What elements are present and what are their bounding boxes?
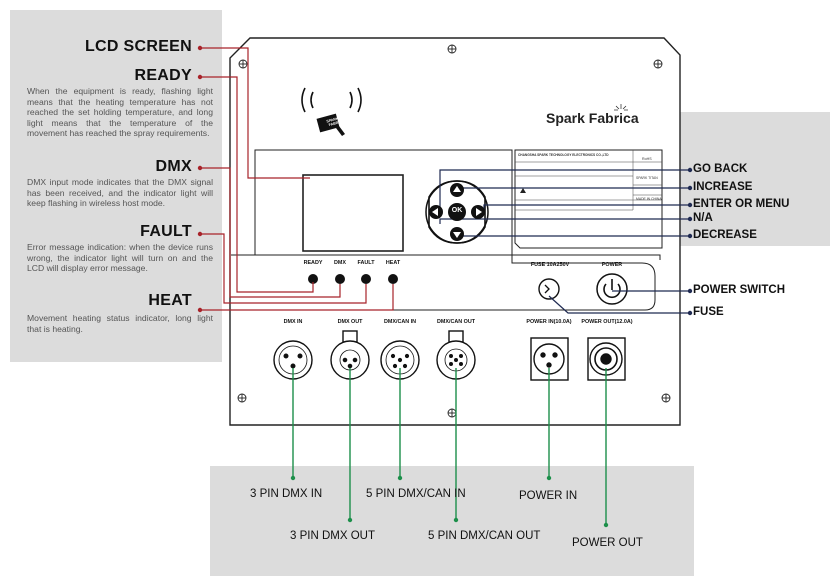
indicator-leds bbox=[308, 274, 398, 284]
callout-power-in: POWER IN bbox=[519, 490, 578, 502]
callout-dmx-description: DMX input mode indicates that the DMX si… bbox=[27, 177, 213, 209]
info-plate-model: SPARK TITAN bbox=[636, 176, 658, 180]
info-plate-rohs: RoHS bbox=[642, 157, 652, 161]
fuse-label: FUSE 10A250V bbox=[530, 262, 570, 268]
callout-lcd-screen: LCD SCREEN bbox=[84, 38, 192, 55]
right-callout-dots bbox=[687, 167, 693, 316]
ok-button-label: OK bbox=[451, 207, 463, 214]
left-arrow-icon bbox=[432, 208, 438, 216]
port-label-dmx-can-out: DMX/CAN OUT bbox=[436, 319, 476, 325]
callout-5pin-dmx-can-out: 5 PIN DMX/CAN OUT bbox=[428, 530, 541, 542]
callout-heat: HEAT bbox=[148, 292, 192, 309]
bottom-callout-lines bbox=[292, 368, 607, 525]
callout-na: N/A bbox=[693, 212, 713, 224]
callout-fault: FAULT bbox=[140, 223, 192, 240]
port-label-power-out: POWER OUT(12.0A) bbox=[581, 319, 633, 325]
dpad-control bbox=[425, 180, 489, 244]
callout-power-switch: POWER SWITCH bbox=[693, 284, 785, 296]
callout-fault-description: Error message indication: when the devic… bbox=[27, 242, 213, 274]
callout-decrease: DECREASE bbox=[693, 229, 757, 241]
power-label: POWER bbox=[601, 262, 623, 268]
bottom-callout-panel bbox=[210, 466, 694, 576]
connector-3pin-out bbox=[330, 330, 370, 380]
right-arrow-icon bbox=[476, 208, 482, 216]
up-arrow-icon bbox=[453, 186, 461, 192]
info-plate-made-in: MADE IN CHINA bbox=[636, 197, 662, 201]
ok-button bbox=[448, 203, 466, 221]
left-description-panel bbox=[10, 10, 222, 362]
power-switch bbox=[596, 273, 628, 305]
lcd-screen bbox=[302, 174, 404, 252]
callout-fuse: FUSE bbox=[693, 306, 724, 318]
left-callout-dots bbox=[197, 45, 203, 313]
port-label-dmx-in: DMX IN bbox=[283, 319, 303, 325]
fuse-holder bbox=[538, 278, 560, 300]
callout-increase: INCREASE bbox=[693, 181, 753, 193]
port-label-dmx-out: DMX OUT bbox=[337, 319, 363, 325]
brand-sparkle-icon bbox=[614, 104, 628, 111]
down-arrow-icon bbox=[453, 232, 461, 238]
callout-3pin-dmx-out: 3 PIN DMX OUT bbox=[290, 530, 375, 542]
connector-5pin-out bbox=[436, 330, 476, 380]
callout-ready: READY bbox=[134, 67, 192, 84]
indicator-label-dmx: DMX bbox=[334, 260, 346, 266]
bottom-callout-dots bbox=[290, 475, 609, 528]
left-callout-lines bbox=[200, 47, 394, 311]
callout-go-back: GO BACK bbox=[693, 163, 748, 175]
indicator-label-ready: READY bbox=[303, 260, 323, 266]
right-callout-panel bbox=[670, 112, 830, 246]
info-plate-company: CHANGSHA SPARK TECHNOLOGY ELECTRONICS CO… bbox=[518, 153, 609, 157]
port-label-power-in: POWER IN(10.0A) bbox=[526, 319, 572, 325]
callout-heat-description: Movement heating status indicator, long … bbox=[27, 313, 213, 334]
connector-3pin-in bbox=[273, 340, 313, 380]
callout-3pin-dmx-in: 3 PIN DMX IN bbox=[250, 488, 323, 500]
connector-power-in bbox=[530, 337, 569, 381]
connector-5pin-in bbox=[380, 340, 420, 380]
indicator-label-heat: HEAT bbox=[385, 260, 401, 266]
nfc-card-icon bbox=[316, 113, 345, 136]
brand-logo: Spark Fabrica bbox=[546, 110, 639, 126]
nfc-wave-icon bbox=[301, 87, 362, 113]
callout-power-out: POWER OUT bbox=[572, 537, 643, 549]
callout-5pin-dmx-can-in: 5 PIN DMX/CAN IN bbox=[366, 488, 466, 500]
callout-dmx: DMX bbox=[155, 158, 192, 175]
callout-ready-description: When the equipment is ready, flashing li… bbox=[27, 86, 213, 139]
indicator-label-fault: FAULT bbox=[357, 260, 375, 266]
port-label-dmx-can-in: DMX/CAN IN bbox=[383, 319, 417, 325]
callout-enter-or-menu: ENTER OR MENU bbox=[693, 198, 790, 210]
